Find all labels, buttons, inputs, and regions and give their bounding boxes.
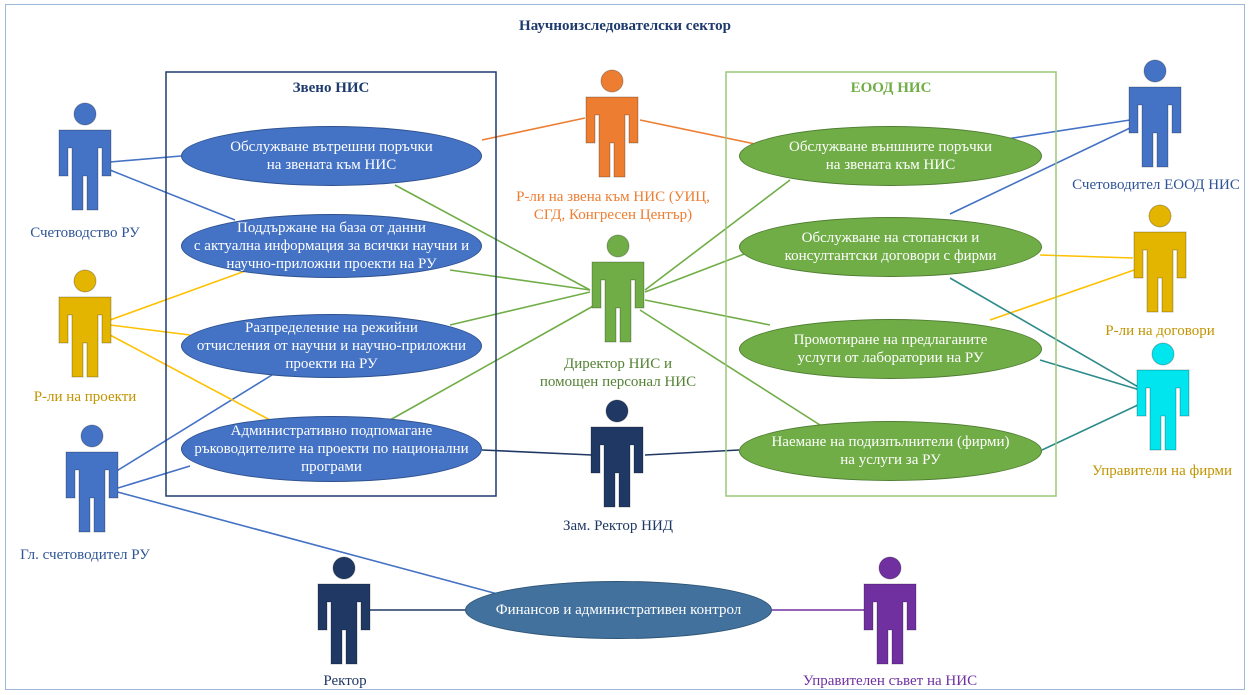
connector-line: [644, 299, 771, 326]
usecase-project-database[interactable]: Поддържане на база от данни с актуална и…: [181, 214, 482, 278]
actor-label-unit-heads: Р-ли на звена към НИС (УИЦ, СГД, Конгрес…: [516, 189, 710, 223]
connector-line: [1041, 403, 1141, 451]
connector-line: [109, 169, 236, 221]
connector-line: [644, 247, 761, 293]
connector-line: [999, 119, 1131, 141]
actor-figure-upraviteli-firmi: [1136, 342, 1190, 451]
usecase-financial-control[interactable]: Финансов и административен контрол: [465, 581, 772, 639]
connector-line: [989, 267, 1141, 321]
group-title-eood-nis: ЕООД НИС: [850, 80, 932, 96]
connector-line: [644, 449, 740, 456]
actor-figure-rli-zvena: [585, 69, 639, 178]
connector-line: [949, 277, 1141, 389]
actor-figure-rli-dogovori: [1133, 204, 1187, 313]
actor-label-project-leads: Р-ли на проекти: [33, 389, 137, 405]
actor-label-company-managers: Управители на фирми: [1091, 463, 1233, 479]
connector-line: [1039, 254, 1134, 259]
actor-figure-rli-proekti: [58, 269, 112, 378]
connector-line: [481, 449, 593, 456]
usecase-internal-orders[interactable]: Обслужване вътрешни поръчки на звената к…: [181, 126, 482, 186]
connector-line: [109, 155, 182, 163]
usecase-external-orders[interactable]: Обслужване външните поръчки на звената к…: [739, 126, 1042, 186]
connector-line: [449, 291, 591, 326]
usecase-admin-support[interactable]: Административно подпомагане ръководители…: [181, 416, 482, 482]
connector-line: [1039, 359, 1141, 391]
group-title-zveno-nis: Звено НИС: [292, 80, 370, 96]
actor-figure-schetovodstvo: [58, 102, 112, 211]
connector-line: [639, 119, 761, 146]
actor-figure-gl-schetovoditel: [65, 424, 119, 533]
group-box-zveno-nis: [165, 71, 497, 497]
actor-figure-zam-rektor: [590, 399, 644, 508]
actor-label-eood-accountant: Счетоводител ЕООД НИС: [1072, 177, 1240, 193]
actor-label-vice-rector: Зам. Ректор НИД: [562, 518, 674, 534]
usecase-business-contracts[interactable]: Обслужване на стопански и консултантски …: [739, 217, 1042, 277]
connector-line: [389, 304, 596, 421]
connector-line: [117, 465, 191, 489]
connector-line: [449, 269, 591, 291]
actor-label-accounting-ru: Счетоводство РУ: [30, 225, 140, 241]
actor-label-management-board: Управителен съвет на НИС: [802, 673, 978, 689]
actor-figure-schet-eood: [1128, 59, 1182, 168]
connector-line: [109, 324, 191, 336]
actor-label-chief-accountant: Гл. счетоводител РУ: [20, 547, 150, 563]
usecase-overhead-distribution[interactable]: Разпределение на режийни отчисления от н…: [181, 314, 482, 378]
actor-label-contract-leads: Р-ли на договори: [1105, 323, 1215, 339]
diagram-frame: [5, 4, 1245, 690]
connector-line: [109, 489, 521, 601]
actor-figure-upr-savet: [863, 556, 917, 665]
connector-line: [109, 334, 271, 421]
actor-figure-direktor: [591, 234, 645, 343]
usecase-hire-subcontractors[interactable]: Наемане на подизпълнители (фирми) на усл…: [739, 421, 1042, 481]
actor-label-rector: Ректор: [323, 673, 367, 689]
actors-layer: [58, 59, 1190, 665]
connector-line: [481, 117, 586, 141]
actor-label-director: Директор НИС и помощен персонал НИС: [539, 356, 697, 390]
connector-line: [639, 309, 821, 426]
connector-line: [114, 369, 281, 473]
connector-line: [949, 127, 1131, 215]
group-box-eood-nis: [725, 71, 1057, 497]
connector-line: [644, 179, 791, 291]
usecase-promote-services[interactable]: Промотиране на предлаганите услуги от ла…: [739, 319, 1042, 379]
diagram-title: Научноизследователски сектор: [519, 18, 731, 34]
connector-line: [394, 184, 591, 291]
actor-figure-rektor: [317, 556, 371, 665]
